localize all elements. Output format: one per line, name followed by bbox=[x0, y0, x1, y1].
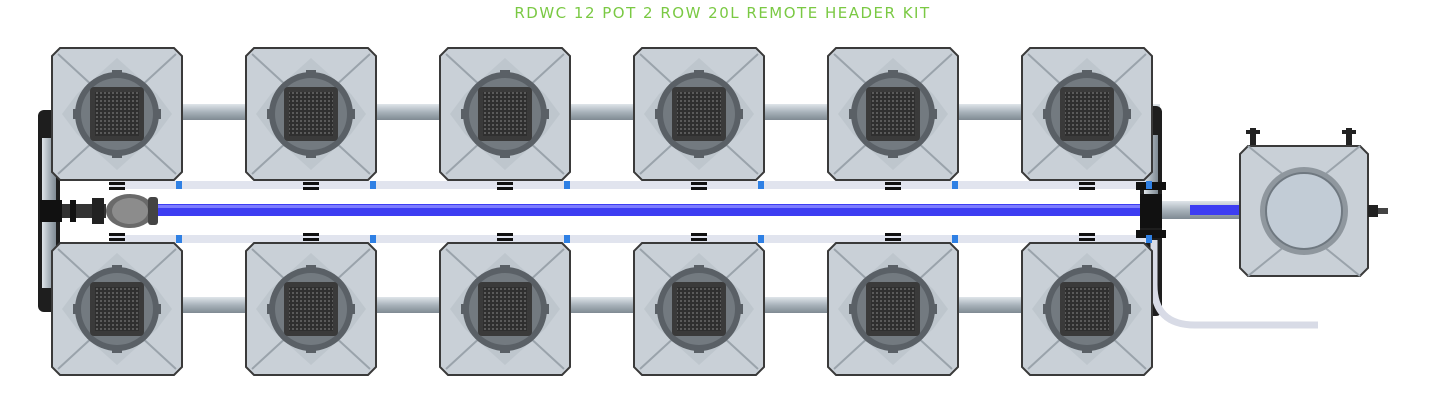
hose-clip bbox=[176, 235, 182, 243]
pot-fitting-r2-c2 bbox=[303, 233, 319, 241]
pot-r1-c3 bbox=[439, 47, 571, 181]
pot-r2-c2 bbox=[245, 242, 377, 376]
hose-clip bbox=[1146, 181, 1152, 189]
pot-r2-c6 bbox=[1021, 242, 1153, 376]
hose-clip bbox=[758, 235, 764, 243]
hose-clip bbox=[952, 181, 958, 189]
hose-clip bbox=[952, 235, 958, 243]
pump-icon bbox=[40, 194, 158, 228]
pot-fitting-r1-c5 bbox=[885, 182, 901, 190]
pot-fitting-r2-c3 bbox=[497, 233, 513, 241]
pot-r2-c1 bbox=[51, 242, 183, 376]
pot-fitting-r1-c6 bbox=[1079, 182, 1095, 190]
pot-fitting-r2-c4 bbox=[691, 233, 707, 241]
return-hoses bbox=[110, 181, 1318, 329]
pots-layer bbox=[51, 47, 1153, 376]
pot-r1-c5 bbox=[827, 47, 959, 181]
pot-r1-c4 bbox=[633, 47, 765, 181]
pot-r1-c6 bbox=[1021, 47, 1153, 181]
pot-fitting-r1-c1 bbox=[109, 182, 125, 190]
pot-r2-c5 bbox=[827, 242, 959, 376]
hose-clip bbox=[370, 235, 376, 243]
pot-fitting-r1-c2 bbox=[303, 182, 319, 190]
pot-r2-c3 bbox=[439, 242, 571, 376]
hose-clip bbox=[1146, 235, 1152, 243]
pot-fitting-r1-c3 bbox=[497, 182, 513, 190]
hose-clip bbox=[758, 181, 764, 189]
hose-clip bbox=[564, 181, 570, 189]
pot-r1-c1 bbox=[51, 47, 183, 181]
remote-header-tank bbox=[1239, 128, 1388, 277]
feed-hose bbox=[150, 201, 1244, 219]
hose-clip bbox=[564, 235, 570, 243]
hose-clip bbox=[370, 181, 376, 189]
pot-fitting-r2-c5 bbox=[885, 233, 901, 241]
pot-r2-c4 bbox=[633, 242, 765, 376]
pot-fitting-r2-c1 bbox=[109, 233, 125, 241]
diagram-title: RDWC 12 POT 2 ROW 20L REMOTE HEADER KIT bbox=[514, 4, 931, 22]
pot-fitting-r2-c6 bbox=[1079, 233, 1095, 241]
hose-clip bbox=[176, 181, 182, 189]
hose-clips-layer bbox=[109, 181, 1152, 243]
pot-r1-c2 bbox=[245, 47, 377, 181]
pot-fitting-r1-c4 bbox=[691, 182, 707, 190]
